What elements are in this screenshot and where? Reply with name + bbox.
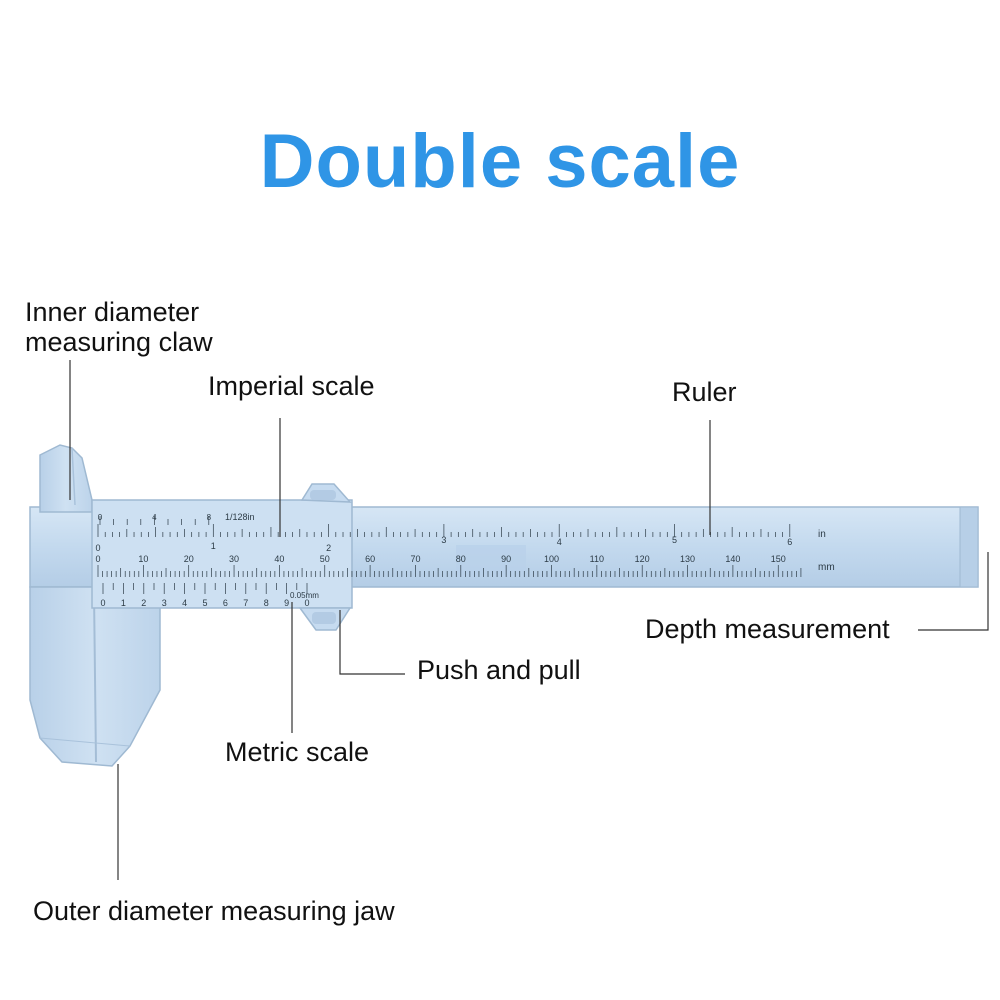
label-push-and-pull: Push and pull <box>417 655 581 685</box>
label-ruler: Ruler <box>672 377 737 407</box>
metric-vernier-number: 4 <box>182 598 187 608</box>
metric-number: 20 <box>184 554 194 564</box>
metric-vernier-number: 6 <box>223 598 228 608</box>
leader-lines <box>69 360 989 880</box>
metric-vernier-number: 8 <box>264 598 269 608</box>
metric-number: 140 <box>725 554 740 564</box>
metric-vernier-number: 9 <box>284 598 289 608</box>
metric-vernier-number: 3 <box>162 598 167 608</box>
imperial-number: 2 <box>326 543 331 553</box>
imperial-number: 1 <box>211 541 216 551</box>
imperial-vernier-number: 8 <box>207 513 212 522</box>
metric-vernier-number: 0 <box>304 598 309 608</box>
metric-vernier-number: 0 <box>100 598 105 608</box>
label-outer-jaw: Outer diameter measuring jaw <box>33 896 395 926</box>
vernier-slider <box>91 483 526 631</box>
metric-number: 0 <box>95 554 100 564</box>
leader-depth-measurement <box>918 552 989 631</box>
imperial-vernier-number: 4 <box>152 513 157 522</box>
imperial-vernier-note: 1/128in <box>225 512 255 522</box>
imperial-number: 6 <box>787 537 792 547</box>
metric-number: 70 <box>410 554 420 564</box>
metric-number: 90 <box>501 554 511 564</box>
inner-diameter-claw <box>39 444 93 513</box>
metric-number: 150 <box>771 554 786 564</box>
metric-vernier-note: 0.05mm <box>290 591 319 600</box>
metric-vernier-number: 2 <box>141 598 146 608</box>
label-imperial-scale: Imperial scale <box>208 371 375 401</box>
metric-vernier-number: 1 <box>121 598 126 608</box>
imperial-number: 3 <box>441 535 446 545</box>
metric-number: 40 <box>274 554 284 564</box>
label-inner-claw-line2: measuring claw <box>25 327 213 357</box>
mm-unit-label: mm <box>818 562 835 573</box>
metric-number: 60 <box>365 554 375 564</box>
inch-unit-label: in <box>818 529 826 540</box>
imperial-number: 0 <box>95 543 100 553</box>
metric-number: 80 <box>456 554 466 564</box>
metric-number: 100 <box>544 554 559 564</box>
label-depth-measurement: Depth measurement <box>645 614 890 644</box>
imperial-vernier-number: 0 <box>98 513 103 522</box>
imperial-number: 4 <box>557 537 562 547</box>
metric-number: 10 <box>138 554 148 564</box>
label-metric-scale: Metric scale <box>225 737 370 767</box>
outer-diameter-jaw <box>29 586 161 767</box>
metric-number: 130 <box>680 554 695 564</box>
metric-number: 110 <box>590 554 604 564</box>
imperial-number: 5 <box>672 535 677 545</box>
metric-vernier-number: 7 <box>243 598 248 608</box>
metric-number: 50 <box>320 554 330 564</box>
page-title: Double scale <box>259 119 741 204</box>
leader-push-and-pull <box>339 610 405 675</box>
metric-vernier-number: 5 <box>202 598 207 608</box>
label-inner-claw-line1: Inner diameter <box>25 297 200 327</box>
metric-number: 120 <box>635 554 650 564</box>
metric-number: 30 <box>229 554 239 564</box>
